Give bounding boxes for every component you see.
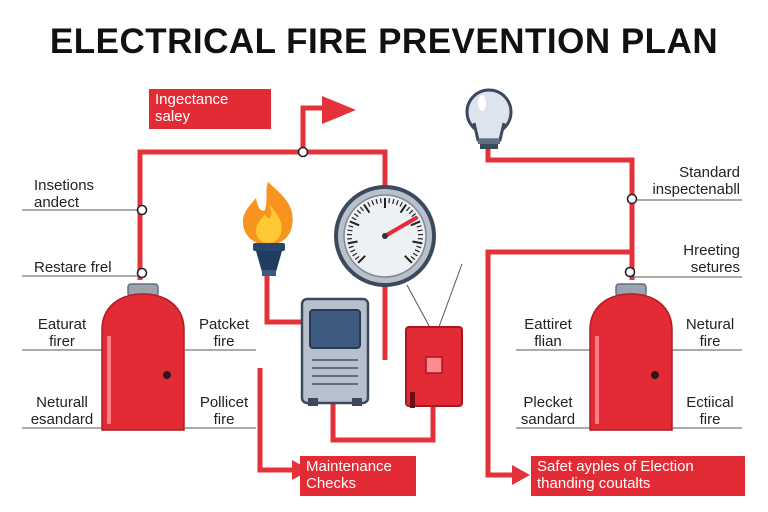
gauge-tick <box>354 255 360 260</box>
label-inspections: Insetions andect <box>34 177 95 211</box>
gauge-tick <box>352 252 358 257</box>
gauge-tick <box>350 249 356 253</box>
label-box-top: Ingectance saley <box>149 89 271 129</box>
light-bulb-icon <box>465 88 513 149</box>
gauge-tick <box>404 255 413 264</box>
arrow-icon-top <box>322 96 356 124</box>
label-eaturat: Eaturat firer <box>37 316 87 350</box>
alarm-box-icon <box>405 326 463 408</box>
gauge-tick <box>408 209 414 215</box>
gauge-tick <box>359 206 365 212</box>
gauge-tick <box>412 252 418 257</box>
gauge-tick <box>379 198 382 204</box>
page-title: ELECTRICAL FIRE PREVENTION PLAN <box>49 22 719 61</box>
label-neturall: Neturall esandard <box>30 394 94 428</box>
flame-torch-icon <box>242 182 293 276</box>
label-netural-fire: Netural fire <box>685 316 735 350</box>
extinguisher-icon-right <box>589 283 673 431</box>
right-pipe-network <box>485 148 635 478</box>
label-pollicet: Pollicet fire <box>199 394 249 428</box>
gauge-tick <box>395 200 399 206</box>
label-restare: Restare frel <box>34 259 112 276</box>
label-box-safet: Safet ayples of Election thanding coutal… <box>531 456 745 496</box>
gauge-tick <box>416 225 422 228</box>
pressure-gauge-icon <box>334 185 436 287</box>
gauge-tick <box>388 198 391 204</box>
gauge-tick <box>351 216 357 221</box>
gauge-tick <box>349 220 360 227</box>
gauge-tick <box>367 201 371 207</box>
gauge-tick <box>371 200 375 206</box>
gauge-tick <box>412 240 423 245</box>
control-panel-icon <box>300 297 370 406</box>
gauge-tick <box>414 249 420 253</box>
gauge-tick <box>375 198 378 205</box>
connection-nodes <box>136 146 638 279</box>
label-standard: Standard inspectenabll <box>652 164 740 198</box>
gauge-tick <box>410 255 416 260</box>
arrow-icon-safet <box>512 465 530 485</box>
gauge-tick <box>399 203 407 214</box>
gauge-tick <box>348 225 354 228</box>
gauge-tick <box>347 240 358 245</box>
label-plecket: Plecket sandard <box>520 394 576 428</box>
gauge-tick <box>416 245 422 249</box>
gauge-tick <box>411 213 417 218</box>
gauge-tick <box>392 198 395 205</box>
gauge-tick <box>399 201 403 207</box>
gauge-tick <box>417 229 423 232</box>
extinguisher-icon-left <box>101 283 185 431</box>
label-hreeting: Hreeting setures <box>683 242 740 276</box>
gauge-tick <box>363 203 371 214</box>
gauge-tick <box>348 245 354 249</box>
gauge-tick <box>357 255 366 264</box>
label-box-maintenance: Maintenance Checks <box>300 456 416 496</box>
gauge-tick <box>405 206 411 212</box>
gauge-tick <box>356 209 362 215</box>
label-patcket: Patcket fire <box>198 316 250 350</box>
gauge-tick <box>347 229 353 232</box>
gauge-tick <box>410 220 421 227</box>
label-ectiical: Ectiical fire <box>686 394 734 428</box>
gauge-tick <box>353 213 359 218</box>
label-eattiret: Eattiret flian <box>524 316 572 350</box>
